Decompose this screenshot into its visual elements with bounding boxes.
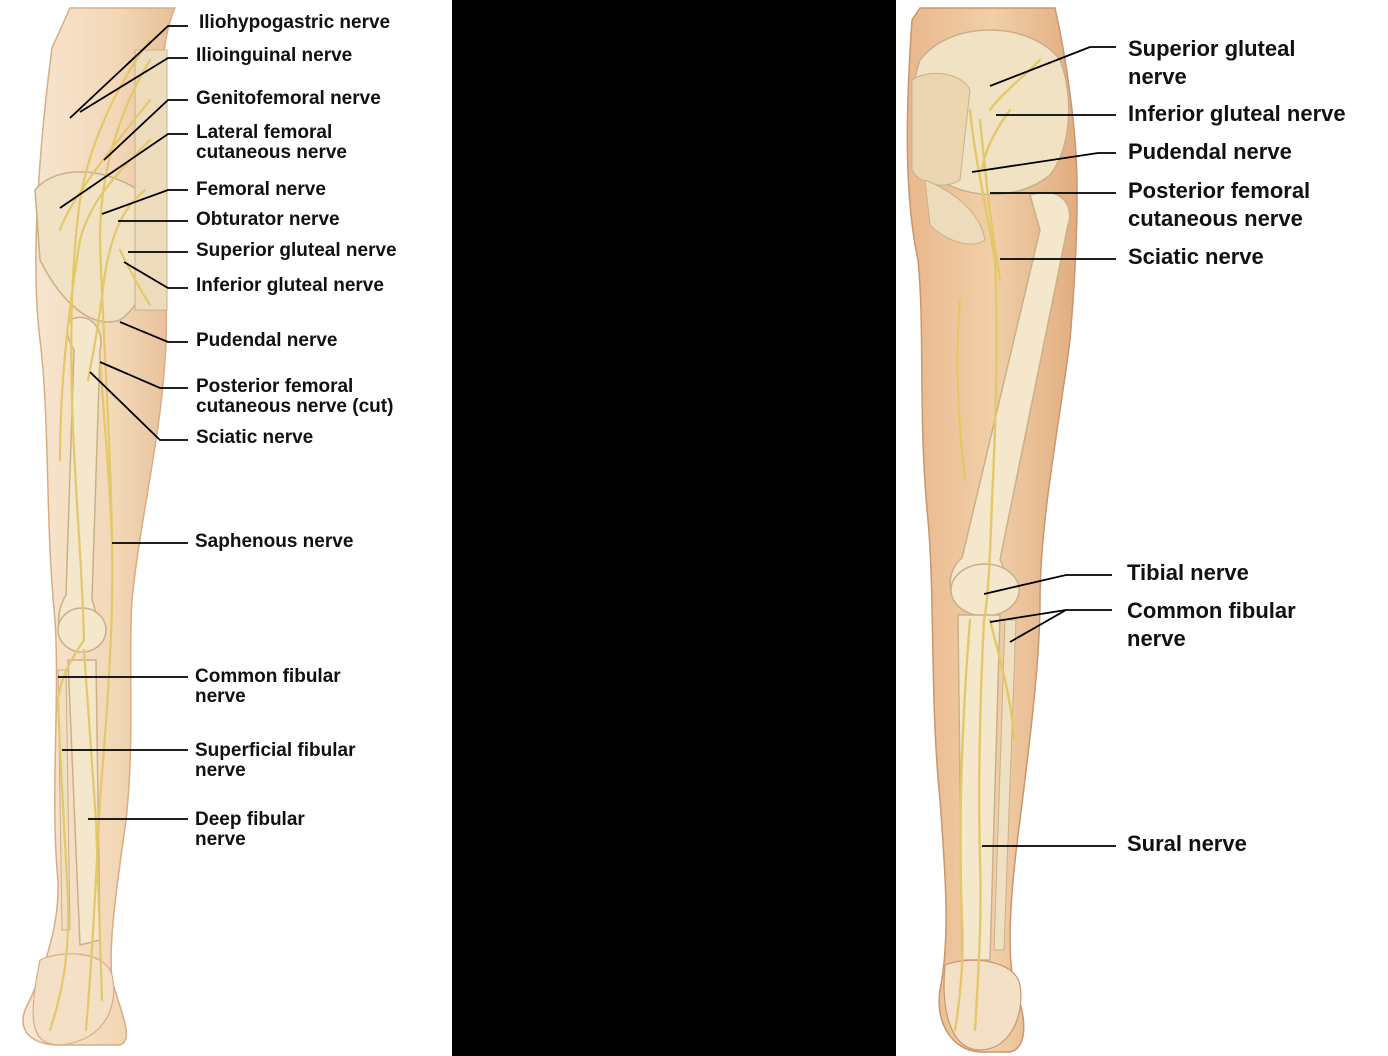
leader-lateral-femoral-cutaneous	[59, 133, 188, 209]
label-inferior-gluteal-nerve: Inferior gluteal nerve	[196, 275, 384, 296]
anterior-patella	[57, 607, 107, 653]
label-obturator-nerve: Obturator nerve	[196, 209, 340, 230]
leader-posterior-femoral-cutaneous	[99, 361, 188, 389]
leader-pudendal	[119, 321, 188, 343]
label-superior-gluteal-nerve: Superior gluteal nerve	[196, 240, 397, 261]
label-post-inferior-gluteal-nerve: Inferior gluteal nerve	[1128, 101, 1346, 126]
anterior-nerves	[48, 38, 152, 1032]
anterior-leader-lines	[58, 25, 188, 820]
posterior-nerves	[953, 58, 1042, 1032]
leader-post-tibial	[983, 574, 1112, 595]
label-post-common-fibular-nerve: Common fibular nerve	[1127, 598, 1296, 651]
label-post-sural-nerve: Sural nerve	[1127, 831, 1247, 856]
leader-femoral	[101, 189, 188, 215]
label-lateral-femoral-cutaneous-nerve: Lateral femoral cutaneous nerve	[196, 122, 347, 163]
label-genitofemoral-nerve: Genitofemoral nerve	[196, 88, 381, 109]
leader-inferior-gluteal	[123, 261, 188, 289]
posterior-leg	[906, 7, 1078, 1053]
label-post-superior-gluteal-nerve: Superior gluteal nerve	[1128, 36, 1296, 89]
posterior-ischium	[924, 179, 986, 245]
leader-sciatic	[89, 371, 188, 441]
leader-ilioinguinal	[79, 57, 188, 113]
posterior-sacrum	[911, 72, 971, 186]
center-black-panel	[452, 0, 896, 1056]
label-superficial-fibular-nerve: Superficial fibular nerve	[195, 740, 356, 781]
label-post-tibial-nerve: Tibial nerve	[1127, 560, 1249, 585]
label-femoral-nerve: Femoral nerve	[196, 179, 326, 200]
leader-genitofemoral	[103, 99, 188, 161]
anterior-spine	[134, 49, 168, 311]
label-posterior-femoral-cutaneous-nerve: Posterior femoral cutaneous nerve (cut)	[196, 376, 394, 417]
label-iliohypogastric-nerve: Iliohypogastric nerve	[199, 12, 391, 33]
leader-post-common-fibular-b	[1009, 609, 1067, 643]
label-saphenous-nerve: Saphenous nerve	[195, 531, 354, 552]
anterior-leg	[22, 7, 177, 1046]
label-common-fibular-nerve: Common fibular nerve	[195, 666, 341, 707]
posterior-leader-lines	[971, 46, 1116, 847]
label-post-pudendal-nerve: Pudendal nerve	[1128, 139, 1292, 164]
posterior-heel	[943, 959, 1022, 1051]
leader-iliohypogastric	[69, 25, 188, 119]
label-pudendal-nerve: Pudendal nerve	[196, 330, 338, 351]
label-post-posterior-femoral-cutaneous-nerve: Posterior femoral cutaneous nerve	[1128, 178, 1311, 231]
label-sciatic-nerve: Sciatic nerve	[196, 427, 314, 448]
leader-post-superior-gluteal	[989, 46, 1116, 87]
label-deep-fibular-nerve: Deep fibular nerve	[195, 809, 305, 850]
leader-post-pudendal	[971, 152, 1116, 173]
label-ilioinguinal-nerve: Ilioinguinal nerve	[196, 45, 353, 66]
label-post-sciatic-nerve: Sciatic nerve	[1128, 244, 1264, 269]
